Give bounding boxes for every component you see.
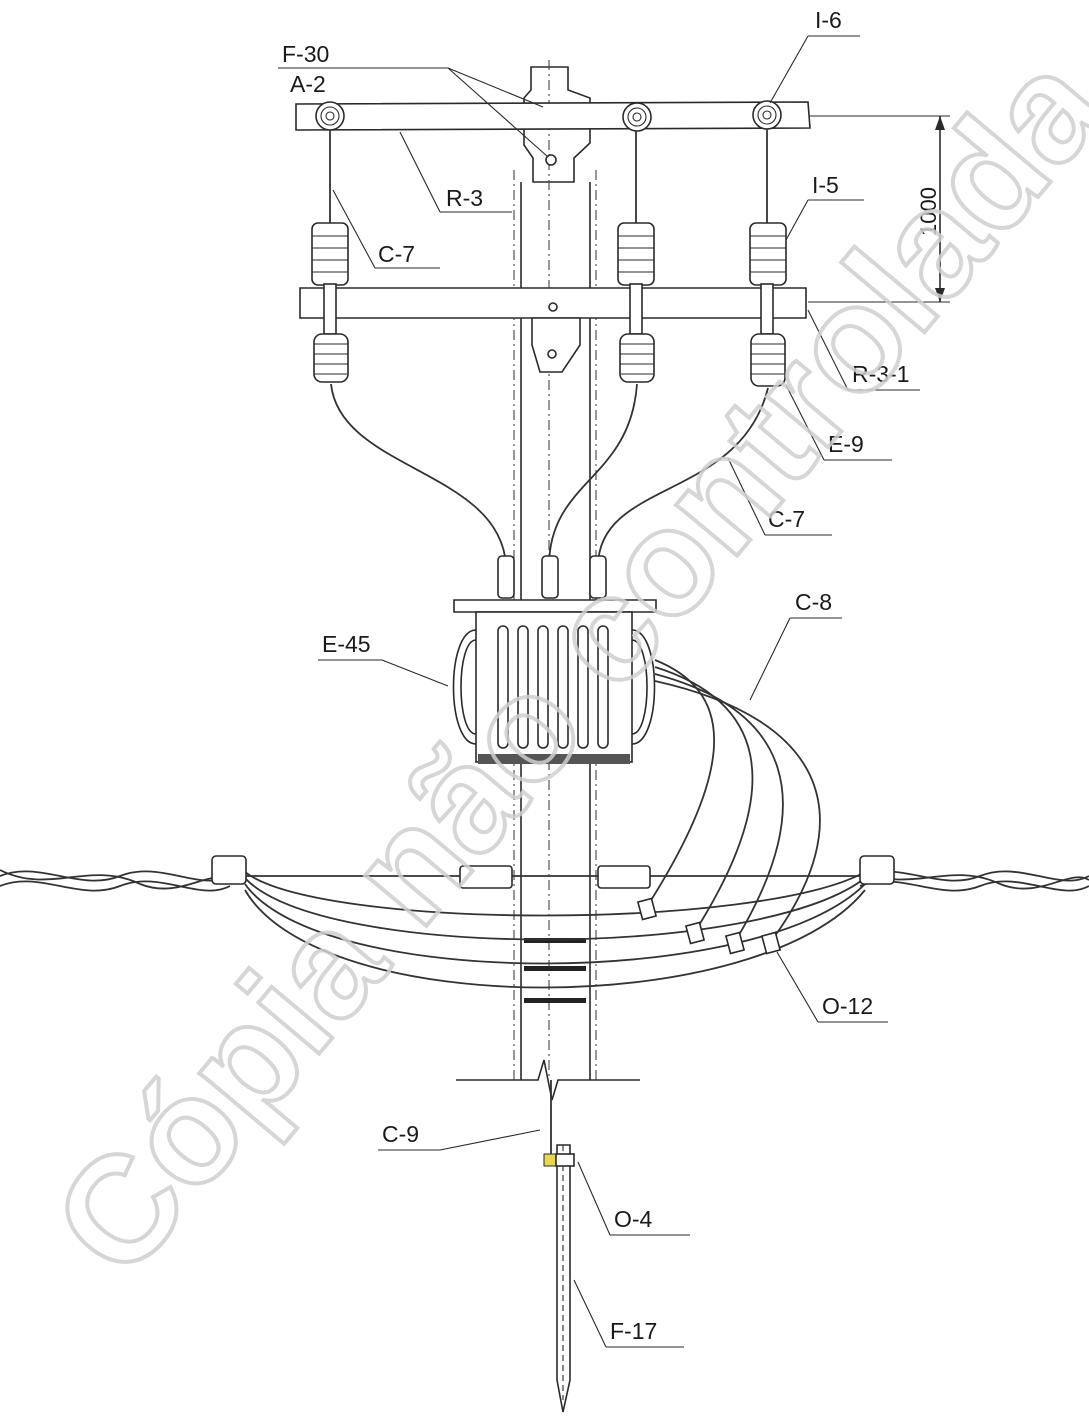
- fuse-insulator-left: [311, 222, 349, 286]
- label-o4: O-4: [614, 1206, 653, 1232]
- surge-arrester-right: [750, 333, 786, 387]
- surge-arrester-left: [313, 333, 349, 383]
- pin-insulator-right: [752, 100, 782, 130]
- label-r3: R-3: [446, 185, 483, 211]
- leader-lines: [278, 35, 920, 1348]
- grounding: [543, 1080, 575, 1413]
- label-o12: O-12: [822, 993, 873, 1019]
- dimension-value: 1000: [916, 187, 941, 236]
- dimension-line: [808, 115, 950, 303]
- label-r31: R-3-1: [852, 361, 910, 387]
- fuse-insulator-right: [749, 222, 787, 286]
- fuse-insulator-center: [617, 222, 655, 286]
- label-f30: F-30: [282, 41, 329, 67]
- lv-network: [0, 855, 1089, 989]
- label-i6: I-6: [815, 7, 842, 33]
- label-e45: E-45: [322, 631, 371, 657]
- primary-cables: [330, 383, 769, 566]
- crossarm-top: [295, 100, 811, 132]
- label-e9: E-9: [828, 431, 864, 457]
- label-a2: A-2: [290, 71, 326, 97]
- crossarm-lower: [299, 287, 807, 373]
- label-c7-top: C-7: [378, 241, 415, 267]
- label-i5: I-5: [812, 172, 839, 198]
- watermark-text: Cópia não controlada - 21/07/2023: [21, 0, 1089, 1306]
- pin-insulator-center: [622, 102, 652, 132]
- transformer: [452, 555, 657, 764]
- secondary-cables: [647, 659, 821, 941]
- surge-arrester-center: [619, 333, 655, 383]
- pin-insulator-left: [315, 101, 345, 131]
- label-c7-mid: C-7: [768, 506, 805, 532]
- label-c9: C-9: [382, 1121, 419, 1147]
- label-c8: C-8: [795, 589, 832, 615]
- label-f17: F-17: [610, 1318, 657, 1344]
